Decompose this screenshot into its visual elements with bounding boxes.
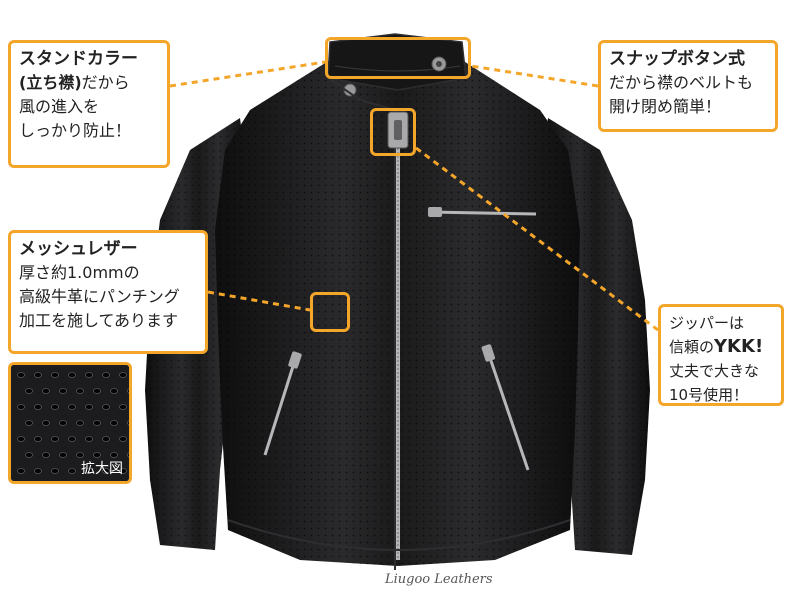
zipper-line3: 丈夫で大きな [669, 362, 760, 380]
perforation-zoom-illustration [11, 365, 129, 481]
zipper-line2: 信頼の [669, 338, 715, 356]
perforation-hole [34, 436, 42, 442]
perforation-hole [127, 420, 129, 426]
zipper-highlight-box [370, 108, 416, 156]
mesh-leather-line2: 高級牛革にパンチング [19, 287, 180, 306]
perforation-hole [119, 468, 127, 474]
perforation-hole [25, 420, 33, 426]
perforation-hole [110, 420, 118, 426]
perforation-hole [127, 388, 129, 394]
zipper-line4: 10号使用！ [669, 386, 749, 404]
zipper-line1: ジッパーは [669, 314, 745, 332]
perforation-hole [51, 372, 59, 378]
snap-button-title: スナップボタン式 [609, 49, 745, 69]
perforation-hole [110, 388, 118, 394]
perforation-hole [25, 388, 33, 394]
zipper-brand: YKK! [714, 336, 764, 357]
perforation-hole [17, 404, 25, 410]
perforation-hole [85, 404, 93, 410]
perforation-hole [127, 452, 129, 458]
perforation-hole [85, 468, 93, 474]
perforation-hole [93, 388, 101, 394]
perforation-hole [59, 452, 67, 458]
left-pocket-zipper [263, 359, 297, 456]
perforation-hole [102, 404, 110, 410]
stand-collar-line1: だから [81, 73, 130, 92]
perforation-hole [85, 372, 93, 378]
perforation-hole [119, 372, 127, 378]
perforation-hole [93, 420, 101, 426]
stand-collar-kanji: (立ち襟) [19, 73, 82, 92]
perforation-hole [17, 468, 25, 474]
perforation-hole [51, 404, 59, 410]
zoomed-leather-detail: 拡大図 [8, 362, 132, 484]
perforation-hole [76, 452, 84, 458]
perforation-hole [25, 452, 33, 458]
perforation-hole [68, 372, 76, 378]
chest-pocket-zipper [427, 210, 537, 216]
stand-collar-callout: スタンドカラー (立ち襟)だから 風の進入を しっかり防止！ [8, 40, 170, 168]
snap-button-callout: スナップボタン式 だから襟のベルトも 開け閉め簡単！ [598, 40, 778, 132]
leader-lines [169, 60, 659, 332]
perforation-hole [59, 420, 67, 426]
perforation-hole [42, 452, 50, 458]
mesh-highlight-box [310, 292, 350, 332]
perforation-hole [17, 372, 25, 378]
snap-button-line2: 開け閉め簡単！ [609, 97, 722, 116]
stand-collar-title: スタンドカラー [19, 49, 138, 69]
mesh-leather-line3: 加工を施してあります [19, 311, 179, 330]
stand-collar-line2: 風の進入を [19, 97, 100, 116]
zipper-callout: ジッパーは 信頼のYKK! 丈夫で大きな 10号使用！ [658, 304, 784, 406]
perforation-hole [17, 436, 25, 442]
perforation-hole [102, 468, 110, 474]
right-pocket-zipper [486, 351, 530, 471]
perforation-hole [34, 468, 42, 474]
perforation-hole [119, 404, 127, 410]
stand-collar-line3: しっかり防止！ [19, 121, 132, 140]
mesh-leather-title: メッシュレザー [19, 239, 138, 259]
perforation-hole [68, 468, 76, 474]
brand-watermark: Liugoo Leathers [385, 572, 493, 587]
perforation-hole [51, 436, 59, 442]
perforation-hole [59, 388, 67, 394]
collar-highlight-box [325, 37, 471, 79]
mesh-leather-line1: 厚さ約1.0mmの [19, 263, 140, 282]
perforation-hole [42, 388, 50, 394]
perforation-hole [34, 372, 42, 378]
perforation-hole [110, 452, 118, 458]
perforation-hole [42, 420, 50, 426]
perforation-hole [68, 404, 76, 410]
perforation-hole [102, 436, 110, 442]
perforation-hole [68, 436, 76, 442]
perforation-hole [119, 436, 127, 442]
perforation-hole [51, 468, 59, 474]
snap-button-line1: だから襟のベルトも [609, 73, 754, 92]
perforation-hole [85, 436, 93, 442]
perforation-hole [93, 452, 101, 458]
zoom-label: 拡大図 [81, 461, 123, 477]
perforation-hole [34, 404, 42, 410]
perforation-hole [76, 420, 84, 426]
mesh-leather-callout: メッシュレザー 厚さ約1.0mmの 高級牛革にパンチング 加工を施してあります [8, 230, 208, 354]
perforation-hole [76, 388, 84, 394]
perforation-hole [102, 372, 110, 378]
